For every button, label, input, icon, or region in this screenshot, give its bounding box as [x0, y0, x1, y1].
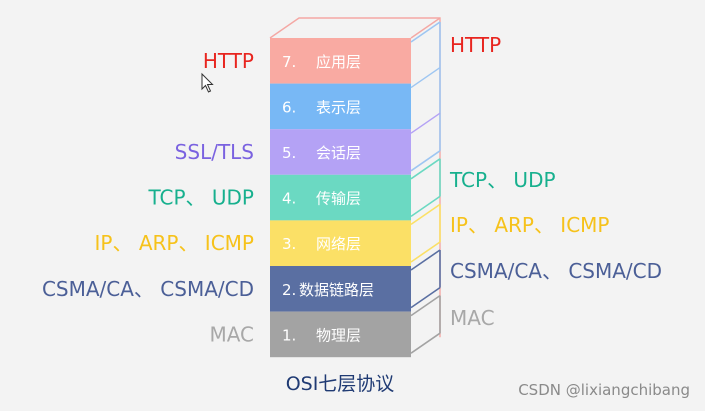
bracket-network: [410, 203, 441, 263]
layer-depth-tick: [410, 112, 441, 134]
left-protocol-label: IP、 ARP、 ICMP: [95, 231, 255, 255]
osi-layer: 4. 传输层: [270, 174, 411, 221]
layer-depth-tick: [410, 67, 441, 89]
osi-layer: 6. 表示层: [270, 83, 411, 130]
bracket-line: [410, 249, 441, 309]
layer-number: 1.: [282, 326, 296, 344]
protocol-brackets: [410, 21, 441, 354]
osi-layer: 7. 应用层: [270, 38, 411, 84]
bracket-datalink: [410, 249, 441, 309]
right-protocol-label: TCP、 UDP: [449, 168, 556, 192]
left-protocol-label: CSMA/CA、 CSMA/CD: [42, 277, 254, 301]
layer-bar: [270, 220, 411, 266]
layer-number: 2.: [282, 281, 296, 299]
right-protocol-label: CSMA/CA、 CSMA/CD: [450, 259, 662, 283]
layer-bar: [270, 174, 411, 221]
osi-layer: 5. 会话层: [270, 129, 411, 175]
bracket-line: [410, 203, 441, 263]
layer-number: 5.: [282, 144, 296, 162]
layer-name: 表示层: [316, 98, 361, 116]
bracket-transport: [410, 158, 441, 218]
osi-layer: 3. 网络层: [270, 220, 411, 266]
bracket-line: [410, 158, 441, 218]
layer-number: 7.: [282, 53, 296, 71]
layer-number: 3.: [282, 235, 296, 253]
layer-name: 物理层: [316, 326, 361, 344]
right-protocol-label: IP、 ARP、 ICMP: [450, 213, 610, 237]
osi-layer: 2.数据链路层: [270, 266, 411, 312]
left-protocol-label: SSL/TLS: [175, 140, 254, 164]
layer-bar: [270, 38, 411, 84]
layer-name: 传输层: [316, 190, 361, 208]
right-protocol-label: MAC: [450, 306, 495, 330]
right-protocol-label: HTTP: [450, 33, 501, 57]
osi-layer-stack: 7. 应用层 6. 表示层 5. 会话层 4. 传输层 3. 网络层 2.数据链路层 1. 物理层: [270, 38, 411, 358]
bracket-physical: [410, 294, 441, 354]
left-protocol-label: MAC: [209, 322, 254, 346]
layer-bar: [270, 311, 411, 358]
bracket-application: [410, 21, 441, 172]
left-protocol-label: TCP、 UDP: [147, 186, 254, 210]
left-protocol-label: HTTP: [203, 49, 254, 73]
osi-layer: 1. 物理层: [270, 311, 411, 358]
layer-bar: [270, 129, 411, 175]
layer-number: 6.: [282, 98, 296, 116]
right-protocol-labels: HTTP TCP、 UDP IP、 ARP、 ICMP CSMA/CA、 CSMA/C…: [449, 33, 662, 330]
bracket-line: [410, 21, 441, 172]
left-protocol-labels: HTTP SSL/TLS TCP、 UDP IP、 ARP、 ICMP CSMA/CA、…: [42, 49, 254, 347]
bracket-line: [410, 294, 441, 354]
layer-name: 应用层: [316, 53, 361, 71]
layer-bar: [270, 83, 411, 130]
layer-name: 数据链路层: [299, 281, 374, 299]
diagram-title: OSI七层协议: [286, 373, 395, 395]
layer-bar: [270, 266, 411, 312]
layer-name: 网络层: [316, 235, 361, 253]
mouse-cursor-icon: [201, 72, 214, 93]
layer-name: 会话层: [316, 144, 361, 162]
stack-top-edge: [410, 17, 441, 39]
layer-number: 4.: [282, 190, 296, 208]
watermark: CSDN @lixiangchibang: [518, 381, 690, 399]
